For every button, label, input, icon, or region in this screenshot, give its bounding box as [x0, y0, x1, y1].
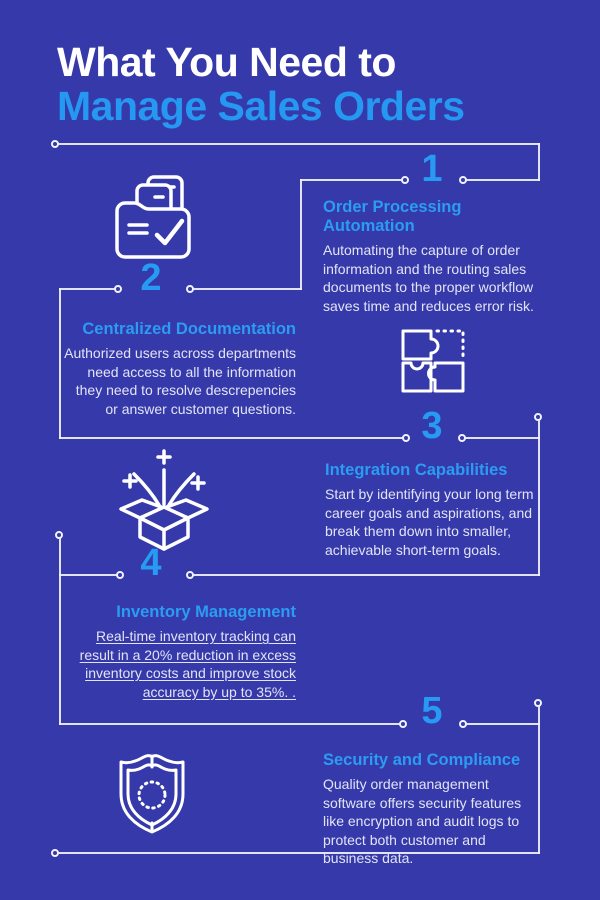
section-heading: Integration Capabilities	[325, 461, 508, 479]
connector-line	[190, 574, 540, 576]
connector-line	[55, 852, 540, 854]
connector-line	[190, 288, 302, 290]
folder-documents-check-icon	[106, 170, 200, 264]
connector-line	[59, 723, 403, 725]
section-inventory-management: Inventory Management Real-time inventory…	[46, 603, 296, 701]
connector-dot	[534, 413, 542, 421]
section-order-processing-automation: Order Processing Automation Automating t…	[323, 198, 553, 315]
step-number-2: 2	[140, 257, 162, 299]
page-title: What You Need to Manage Sales Orders	[57, 40, 465, 128]
step-number-4: 4	[140, 542, 162, 584]
connector-dot	[534, 699, 542, 707]
connector-dot	[458, 434, 466, 442]
connector-dot	[51, 140, 59, 148]
connector-line	[59, 574, 120, 576]
connector-dot	[55, 531, 63, 539]
section-centralized-documentation: Centralized Documentation Authorized use…	[40, 320, 296, 418]
connector-dot	[114, 285, 122, 293]
section-heading: Centralized Documentation	[82, 320, 296, 338]
section-integration-capabilities: Integration Capabilities Start by identi…	[325, 461, 555, 559]
connector-line	[59, 437, 406, 439]
page-title-line2: Manage Sales Orders	[57, 83, 465, 129]
connector-dot	[116, 571, 124, 579]
section-security-and-compliance: Security and Compliance Quality order ma…	[323, 751, 548, 868]
connector-dot	[459, 176, 467, 184]
connector-dot	[186, 285, 194, 293]
section-heading: Inventory Management	[116, 603, 296, 621]
connector-line	[463, 179, 540, 181]
connector-dot	[459, 720, 467, 728]
connector-line	[300, 179, 405, 181]
connector-dot	[186, 571, 194, 579]
connector-line	[59, 288, 61, 439]
connector-line	[55, 143, 540, 145]
connector-line	[463, 723, 540, 725]
shield-security-icon	[112, 748, 192, 836]
step-number-3: 3	[421, 405, 443, 447]
connector-line	[59, 535, 61, 725]
puzzle-pieces-icon	[398, 322, 472, 400]
open-box-celebration-icon	[116, 446, 212, 556]
connector-line	[300, 179, 302, 290]
section-heading: Security and Compliance	[323, 751, 521, 769]
connector-dot	[402, 434, 410, 442]
page-title-line1: What You Need to	[57, 39, 396, 85]
connector-line	[538, 417, 540, 576]
connector-dot	[399, 720, 407, 728]
connector-dot	[51, 849, 59, 857]
step-number-1: 1	[421, 148, 443, 190]
connector-line	[538, 143, 540, 181]
section-heading: Order Processing Automation	[323, 198, 462, 235]
connector-dot	[401, 176, 409, 184]
connector-line	[462, 437, 540, 439]
connector-line	[59, 288, 118, 290]
connector-line	[538, 703, 540, 854]
step-number-5: 5	[421, 690, 443, 732]
